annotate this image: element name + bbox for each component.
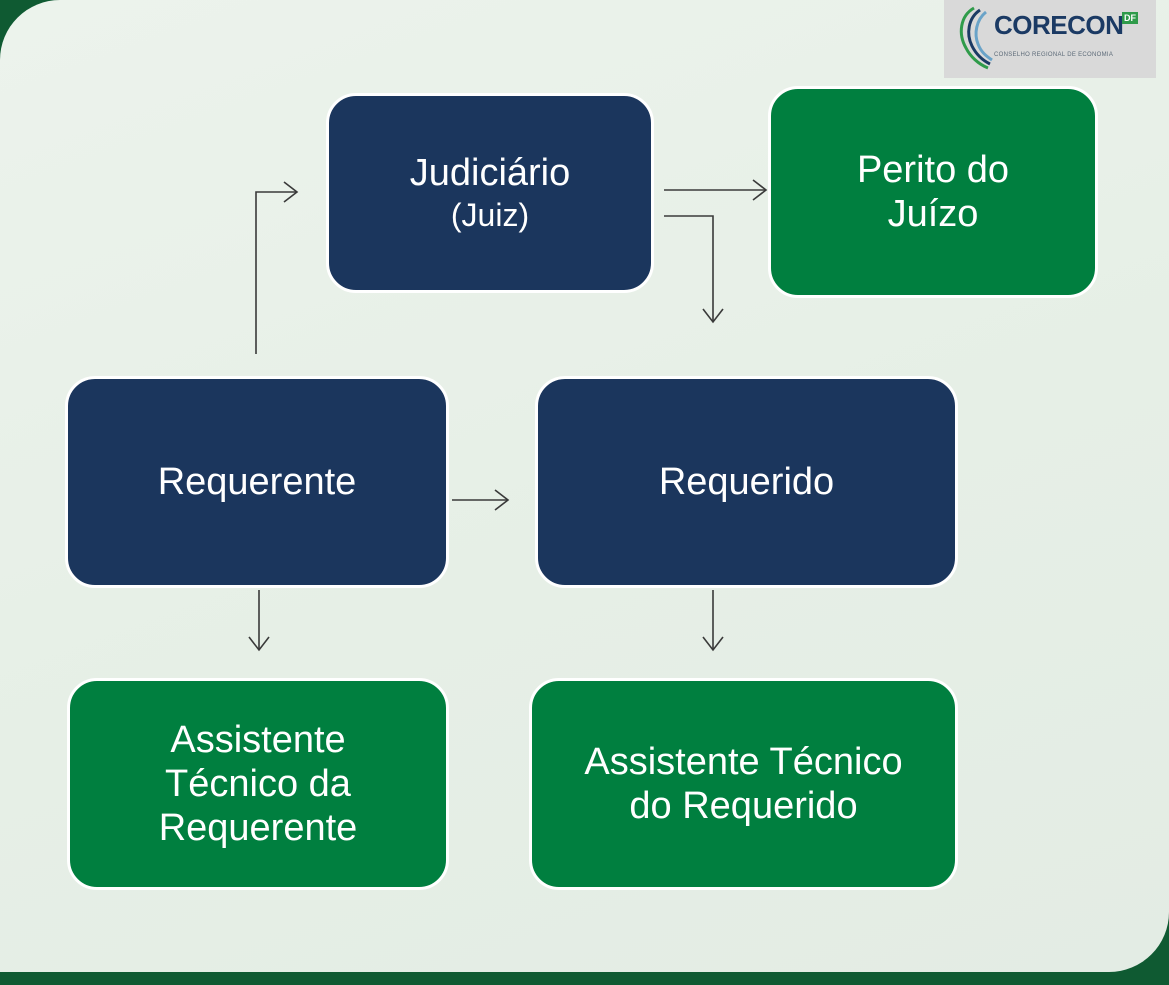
node-requerente: Requerente: [65, 376, 449, 588]
node-perito: Perito do Juízo: [768, 86, 1098, 298]
assistente-requerido-line-1: Assistente Técnico: [584, 741, 903, 783]
judiciario-title: Judiciário: [409, 152, 571, 194]
assistente-requerido-line-2: do Requerido: [629, 785, 858, 827]
requerente-title: Requerente: [157, 461, 357, 503]
node-judiciario: Judiciário (Juiz): [326, 93, 654, 293]
assistente-requerente-line-3: Requerente: [158, 807, 358, 849]
judiciario-subtitle: (Juiz): [450, 197, 530, 233]
perito-line-1: Perito do: [856, 149, 1010, 191]
assistente-requerente-line-2: Técnico da: [165, 763, 351, 805]
logo-swirl-icon: [959, 6, 993, 70]
assistente-requerente-line-1: Assistente: [170, 719, 346, 761]
arrow-judiciario-to-requerido: [664, 215, 714, 322]
requerido-title: Requerido: [658, 461, 835, 503]
corecon-logo: CORECON DF CONSELHO REGIONAL DE ECONOMIA: [944, 0, 1156, 78]
logo-brand-text: CORECON: [994, 10, 1124, 40]
logo-badge: DF: [1122, 12, 1138, 24]
node-requerido: Requerido: [535, 376, 958, 588]
node-assistente-requerido: Assistente Técnico do Requerido: [529, 678, 958, 890]
logo-subtitle: CONSELHO REGIONAL DE ECONOMIA: [994, 52, 1114, 58]
node-assistente-requerente: Assistente Técnico da Requerente: [67, 678, 449, 890]
arrow-requerente-to-judiciario: [255, 191, 297, 354]
perito-line-2: Juízo: [887, 193, 979, 235]
